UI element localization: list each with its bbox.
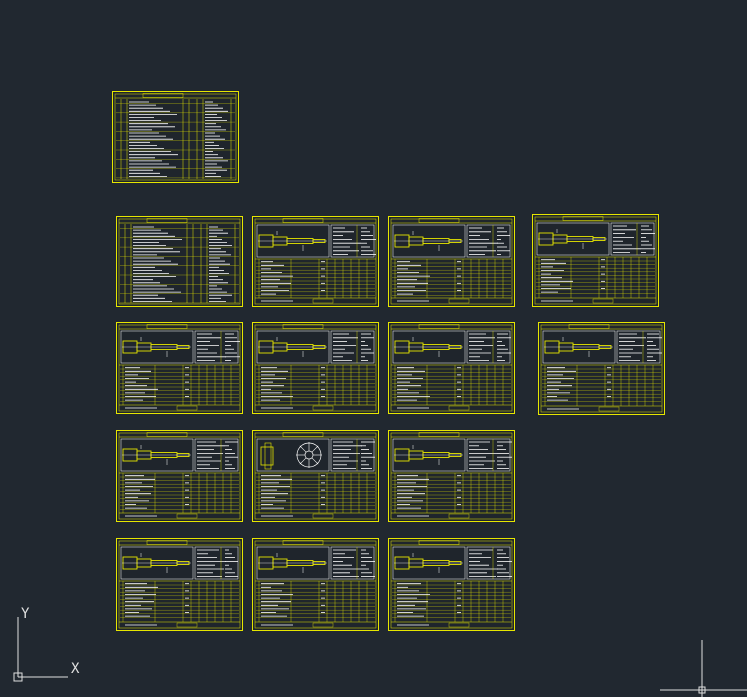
sheet-drawing (534, 216, 657, 305)
drawing-sheet[interactable] (252, 322, 379, 414)
sheet-drawing (118, 218, 241, 305)
sheet-drawing (390, 540, 513, 629)
sheet-drawing (254, 218, 377, 305)
x-axis-label: X (71, 661, 80, 677)
sheet-drawing (390, 432, 513, 520)
sheet-drawing (118, 324, 241, 412)
sheet-drawing (254, 540, 377, 629)
sheet-drawing (118, 540, 241, 629)
drawing-sheet[interactable] (116, 430, 243, 522)
drawing-sheet[interactable] (388, 538, 515, 631)
drawing-sheet[interactable] (388, 322, 515, 414)
drawing-sheet[interactable] (116, 538, 243, 631)
drawing-sheet[interactable] (252, 430, 379, 522)
sheet-drawing (540, 324, 663, 413)
sheet-drawing (254, 324, 377, 412)
y-axis-label: Y (21, 606, 30, 622)
drawing-sheet[interactable] (252, 538, 379, 631)
sheet-drawing (390, 324, 513, 412)
drawing-sheet[interactable] (116, 216, 243, 307)
drawing-sheet[interactable] (538, 322, 665, 415)
drawing-sheet[interactable] (388, 430, 515, 522)
sheet-drawing (114, 93, 237, 181)
drawing-sheet[interactable] (112, 91, 239, 183)
drawing-sheet[interactable] (252, 216, 379, 307)
ucs-axes-icon (13, 617, 68, 682)
sheet-drawing (118, 432, 241, 520)
sheet-drawing (390, 218, 513, 305)
drawing-sheet[interactable] (116, 322, 243, 414)
sheet-drawing (254, 432, 377, 520)
ucs-icon: Y X (10, 605, 90, 690)
drawing-sheet[interactable] (388, 216, 515, 307)
drawing-sheet[interactable] (532, 214, 659, 307)
crosshair-cursor-icon (660, 640, 747, 697)
